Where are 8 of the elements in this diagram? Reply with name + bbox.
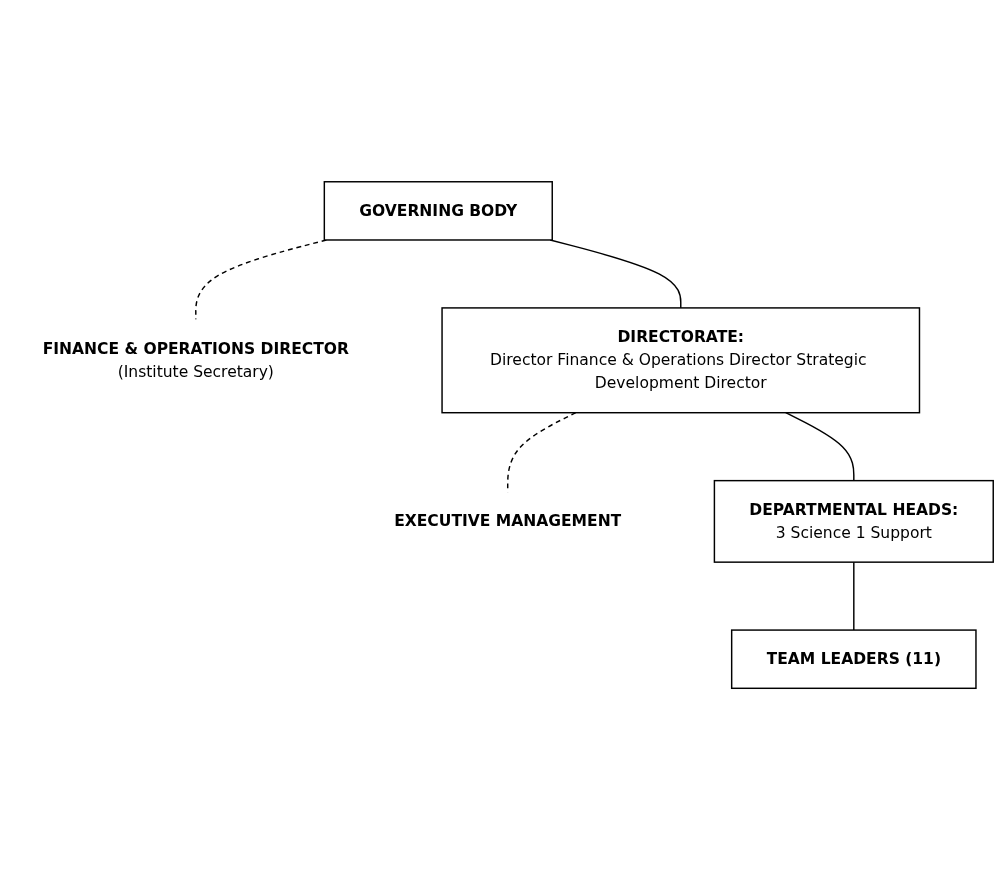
connector bbox=[853, 561, 855, 631]
node-text: EXECUTIVE MANAGEMENT bbox=[394, 511, 622, 531]
node-box bbox=[323, 181, 553, 241]
connector bbox=[785, 411, 855, 482]
node-text: FINANCE & OPERATIONS DIRECTOR (Institute Secretary) bbox=[42, 338, 349, 381]
node-box bbox=[441, 307, 921, 414]
node-box bbox=[730, 629, 977, 689]
node-box bbox=[713, 479, 994, 563]
